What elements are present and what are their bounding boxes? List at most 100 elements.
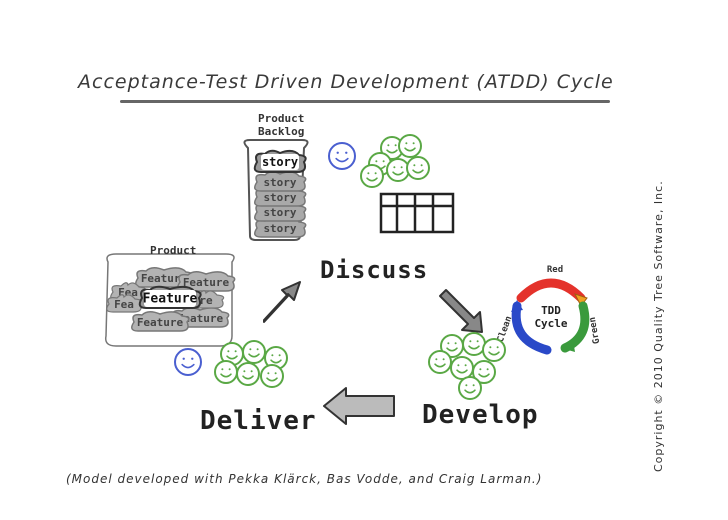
flow-arrow-deliver-to-discuss [263,281,301,323]
team-face [472,360,496,384]
product-label: Product [150,244,197,257]
team-face [482,338,506,362]
backlog-ghost-story-label: story [263,191,296,204]
team-face [242,340,266,364]
backlog-ghost-story-label: story [263,176,296,189]
face-smile [478,373,490,378]
face-smile [488,351,500,356]
face-smile [392,171,404,176]
team-face [398,134,422,158]
face-outline [472,360,496,384]
face-eye [227,350,230,353]
team-face [360,164,384,188]
face-outline [214,360,238,384]
face-eye [375,160,378,163]
backlog-ghost-story-label: story [263,222,296,235]
tdd-green-label: Green [588,316,603,344]
face-eye [345,151,348,154]
face-eye [250,370,253,373]
face-eye [413,164,416,167]
copyright: Copyright © 2010 Quality Tree Software, … [652,180,665,472]
tdd-blue-head [511,300,523,312]
face-eye [274,372,277,375]
tdd-red-arc [516,278,586,303]
face-outline [398,134,422,158]
face-eye [457,364,460,367]
team-face [236,362,260,386]
face-eye [336,151,339,154]
face-outline [328,142,356,170]
diagram-title: Acceptance-Test Driven Development (ATDD… [78,71,614,93]
team-face [214,360,238,384]
feature-ghost [131,311,190,332]
face-eye [221,368,224,371]
face-smile [456,369,468,374]
face-outline [260,364,284,388]
face-smile [181,363,195,369]
story-label-bg [261,154,299,170]
face-eye [469,340,472,343]
face-eye [420,164,423,167]
face-eye [256,348,259,351]
face-eye [267,372,270,375]
team-face [386,158,410,182]
team-face [440,334,464,358]
product-container [104,253,235,347]
feature-ghost-label: Feature [183,276,230,289]
face-eye [228,368,231,371]
face-outline [386,158,410,182]
face-smile [220,373,232,378]
team-face [406,156,430,180]
people-groups [174,134,506,400]
face-eye [435,358,438,361]
face-eye [412,142,415,145]
flow-arrow-discuss-to-develop [439,289,483,333]
face-outline [462,332,486,356]
face-smile [270,359,282,364]
tdd-green-head [561,340,575,352]
face-eye [367,172,370,175]
team-face [462,332,486,356]
face-eye [243,370,246,373]
face-eye [387,144,390,147]
face-smile [366,177,378,182]
team-face [458,376,482,400]
backlog-ghost-story [254,171,307,192]
face-smile [242,375,254,380]
table-outline [379,192,455,234]
face-smile [412,169,424,174]
tdd-center-label: TDD [541,304,561,317]
face-outline [458,376,482,400]
tdd-center-label: Cycle [534,317,567,330]
backlog-label: Product Backlog [258,112,305,138]
feature-ghost-label: Feature [177,312,224,325]
face-smile [386,149,398,154]
feature-ghost-label: Feature [137,316,184,329]
face-outline [174,348,202,376]
backlog-ghost-story-label: story [263,206,296,219]
footnote: (Model developed with Pekka Klärck, Bas … [66,472,543,486]
face-eye [182,357,185,360]
face-smile [468,345,480,350]
feature-top-label: Feature [143,292,198,307]
face-outline [360,164,384,188]
face-eye [400,166,403,169]
face-smile [464,389,476,394]
team-face [450,356,474,380]
face-smile [248,353,260,358]
title-underline [120,100,610,103]
face-eye [472,384,475,387]
feature-ghost [177,271,236,292]
face-outline [428,350,452,374]
face-eye [249,348,252,351]
stage-deliver: Deliver [200,406,317,436]
feature-partial-label: Fea [114,298,134,311]
face-smile [434,363,446,368]
feature-label-bg [144,290,196,307]
requirements-table [379,192,455,234]
feature-partial-label: re [199,294,213,307]
